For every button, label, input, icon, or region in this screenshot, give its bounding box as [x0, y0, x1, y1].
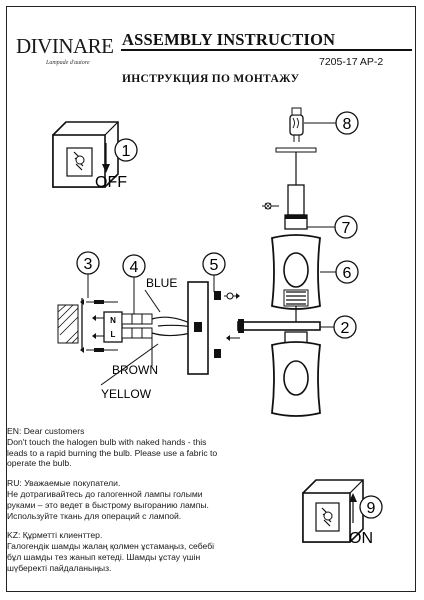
note-en-line-1: Don't touch the halogen bulb with naked … — [7, 436, 207, 447]
lower-shade-icon — [271, 341, 321, 417]
step-8-label: 8 — [343, 116, 352, 133]
switch-off-icon — [52, 121, 119, 188]
step-6-label: 6 — [343, 265, 352, 282]
step-9-label: 9 — [367, 500, 376, 517]
logo-tagline: Lampade d'autore — [46, 60, 90, 66]
note-kz-line-2: бұл шамды тез жанып кетеді. Шамды ұстау … — [7, 551, 201, 562]
step-2-label: 2 — [341, 320, 350, 337]
on-label: ON — [349, 530, 373, 547]
wall-hatch-icon — [57, 304, 79, 344]
step-6-circle — [335, 260, 359, 284]
step-9-circle — [359, 495, 383, 519]
header-rule — [121, 49, 412, 51]
note-ru-heading: RU: Уважаемые покупатели. — [7, 478, 121, 489]
step-7-label: 7 — [342, 220, 351, 237]
note-en-heading: EN: Dear customers — [7, 426, 85, 436]
step-4-circle — [122, 254, 146, 278]
title-russian: ИНСТРУКЦИЯ ПО МОНТАЖУ — [122, 73, 300, 85]
note-ru-line-1: Не дотрагивайтесь до галогенной лампы го… — [7, 488, 203, 499]
terminal-block-icon — [92, 311, 153, 343]
off-label: OFF — [95, 174, 127, 191]
note-ru-line-2: руками – это ведет в быстрому выгоранию … — [7, 499, 209, 510]
note-kz-line-1: Галогендік шамды жалаң қолмен ұстамаңыз,… — [7, 541, 215, 552]
wire-blue-label: BLUE — [146, 276, 177, 290]
blue-leader — [144, 289, 161, 313]
page-frame — [6, 6, 416, 592]
halogen-bulb-icon — [289, 107, 304, 142]
note-en-line-2: leads to a rapid burning the bulb. Pleas… — [7, 447, 218, 458]
fixing-nuts-icon — [214, 291, 240, 358]
arrow-down-off — [102, 143, 110, 173]
wire-yellow-label: YELLOW — [101, 387, 152, 401]
logo-wordmark: DIVINARE — [16, 34, 114, 58]
step-1-label: 1 — [122, 143, 131, 160]
note-kz-heading: KZ: Құрметті клиенттер. — [7, 530, 103, 541]
terminal-l-label: L — [111, 330, 116, 339]
notes-block: EN: Dear customers Don't touch the halog… — [7, 426, 267, 574]
screw-icon — [262, 202, 279, 210]
wire-brown-label: BROWN — [112, 363, 158, 377]
yellow-leader — [100, 343, 159, 386]
spring-icon — [283, 289, 309, 322]
step-2-circle — [333, 315, 357, 339]
step-4-label: 4 — [130, 259, 139, 276]
upper-shade-icon — [271, 234, 321, 310]
step-1-circle — [114, 138, 138, 162]
backplate-icon — [187, 281, 209, 375]
title-english: ASSEMBLY INSTRUCTION — [122, 30, 336, 49]
cover-disc-icon — [275, 147, 317, 216]
brand-logo: DIVINARE Lampade d'autore — [10, 23, 125, 73]
switch-on-icon — [302, 479, 364, 543]
step-3-circle — [76, 251, 100, 275]
lampholder-icon — [284, 214, 308, 230]
step-3-label: 3 — [84, 256, 93, 273]
arm-bracket-icon — [226, 319, 321, 341]
wall-screws-icon — [80, 299, 118, 353]
terminal-n-label: N — [110, 316, 116, 325]
step-5-label: 5 — [210, 257, 219, 274]
note-en-line-3: operate the bulb. — [7, 458, 72, 469]
note-kz-line-3: шүберекті пайдаланыңыз. — [7, 562, 112, 573]
step-5-circle — [202, 252, 226, 276]
note-ru-line-3: Используйте ткань для операций с лампой. — [7, 510, 182, 521]
arrow-up-on — [349, 493, 357, 523]
step-8-circle — [335, 111, 359, 135]
product-code: 7205-17 AP-2 — [319, 56, 384, 68]
step-7-circle — [334, 215, 358, 239]
